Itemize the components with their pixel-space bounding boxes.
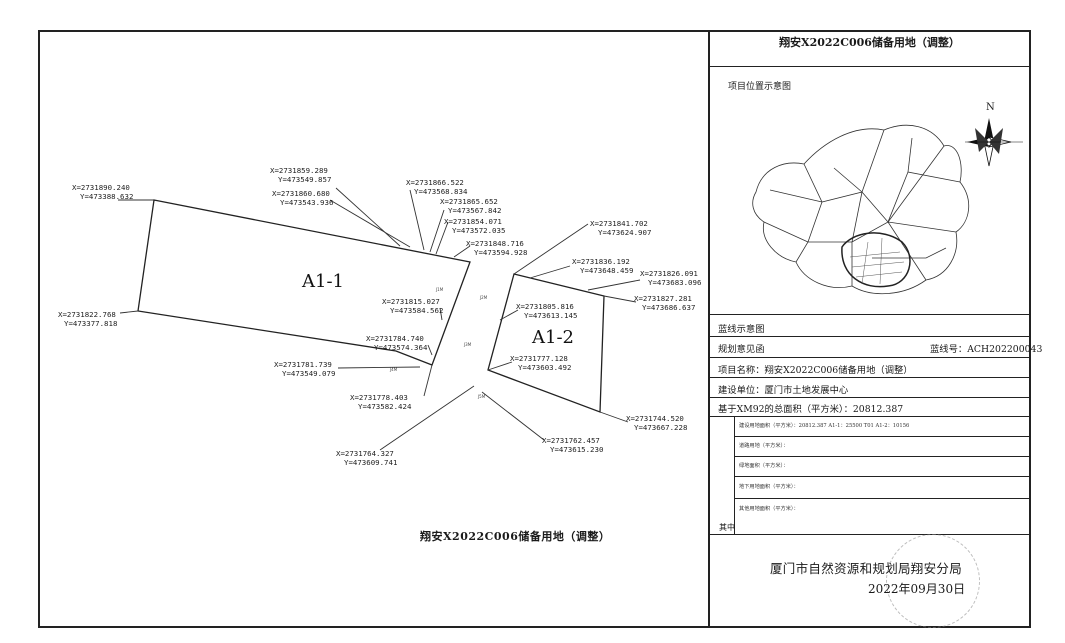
- coord-label: Y=473567.842: [448, 206, 501, 215]
- panel-rule: [734, 498, 1031, 499]
- coord-label: X=2731762.457: [542, 436, 600, 445]
- coord-label: X=2731860.680: [272, 189, 330, 198]
- redline-label: 蓝线示意图: [718, 324, 765, 335]
- panel-rule: [710, 66, 1031, 67]
- parcel-label-a1-2: A1-2: [531, 327, 574, 348]
- svg-text:J5M: J5M: [477, 394, 486, 399]
- panel-rule: [734, 436, 1031, 437]
- location-map: [752, 124, 969, 295]
- vertex-tags: J1M J2M J3M J4M J5M: [389, 287, 488, 399]
- coord-label: Y=473648.459: [580, 266, 633, 275]
- issuing-authority: 厦门市自然资源和规划局翔安分局: [770, 561, 963, 576]
- coord-label: X=2731866.522: [406, 178, 464, 187]
- sub-area-row: 其他用地面积（平方米）：: [739, 506, 799, 512]
- coord-label: X=2731859.289: [270, 166, 328, 175]
- panel-rule: [710, 416, 1031, 417]
- coord-label: X=2731854.071: [444, 217, 502, 226]
- coord-label: Y=473549.079: [282, 369, 335, 378]
- coord-label: X=2731865.652: [440, 197, 498, 206]
- coord-label: Y=473574.364: [374, 343, 428, 352]
- coord-label: Y=473609.741: [344, 458, 397, 467]
- sub-area-row: 地下用地面积（平方米）：: [739, 484, 799, 490]
- north-label: N: [986, 102, 995, 113]
- doc-number: 蓝线号：ACH202200043: [930, 344, 1043, 355]
- panel-rule-vertical: [734, 416, 735, 534]
- panel-rule: [734, 476, 1031, 477]
- coord-label: Y=473603.492: [518, 363, 571, 372]
- drawing-sheet-border: [38, 30, 1031, 628]
- leader-lines: [118, 187, 641, 451]
- sub-area-row: 绿地面积（平方米）：: [739, 463, 789, 469]
- coordinate-labels: X=2731890.240 Y=473388.632 X=2731822.768…: [58, 166, 701, 467]
- sub-area-row: 道路用地（平方米）：: [739, 443, 789, 449]
- coord-label: Y=473615.230: [550, 445, 603, 454]
- coord-label: X=2731778.403: [350, 393, 408, 402]
- coord-label: X=2731890.240: [72, 183, 130, 192]
- coord-label: Y=473584.562: [390, 306, 443, 315]
- svg-text:J1M: J1M: [435, 287, 444, 292]
- coord-label: X=2731744.520: [626, 414, 684, 423]
- svg-text:J3M: J3M: [463, 342, 472, 347]
- coord-label: Y=473568.834: [414, 187, 468, 196]
- coord-label: X=2731764.327: [336, 449, 394, 458]
- panel-rule: [710, 377, 1031, 378]
- coord-label: Y=473582.424: [358, 402, 412, 411]
- panel-rule: [734, 456, 1031, 457]
- coord-label: X=2731777.128: [510, 354, 568, 363]
- site-plan-drawing: A1-1 A1-2 J1M J2M J3M J4M J5M X=2731890.…: [58, 166, 701, 467]
- coord-label: X=2731781.739: [274, 360, 332, 369]
- svg-text:J4M: J4M: [389, 367, 398, 372]
- coord-label: Y=473624.907: [598, 228, 651, 237]
- issue-date: 2022年09月30日: [868, 582, 966, 596]
- coord-label: X=2731784.740: [366, 334, 424, 343]
- panel-rule: [710, 314, 1031, 315]
- coord-label: Y=473377.818: [64, 319, 117, 328]
- drawing-title: 翔安X2022C006储备用地（调整）: [420, 530, 611, 543]
- coord-label: X=2731827.281: [634, 294, 692, 303]
- coord-label: Y=473388.632: [80, 192, 133, 201]
- coord-label: X=2731826.091: [640, 269, 698, 278]
- coord-label: Y=473683.096: [648, 278, 701, 287]
- coord-label: X=2731848.716: [466, 239, 524, 248]
- total-area: 基于XM92的总面积（平方米）：20812.387: [718, 404, 904, 415]
- also-label: 其中: [719, 523, 735, 532]
- coord-label: X=2731822.768: [58, 310, 116, 319]
- coord-label: X=2731836.192: [572, 257, 630, 266]
- panel-rule: [710, 357, 1031, 358]
- coord-label: Y=473613.145: [524, 311, 577, 320]
- panel-rule: [710, 534, 1031, 535]
- project-name: 项目名称：翔安X2022C006储备用地（调整）: [718, 365, 913, 376]
- svg-text:J2M: J2M: [479, 295, 488, 300]
- panel-rule: [710, 336, 1031, 337]
- title-block-divider: [708, 30, 710, 628]
- panel-title: 翔安X2022C006储备用地（调整）: [779, 36, 960, 49]
- coord-label: X=2731805.816: [516, 302, 574, 311]
- coord-label: Y=473667.228: [634, 423, 687, 432]
- panel-rule: [710, 397, 1031, 398]
- parcel-a1-1-outline: [137, 199, 471, 366]
- coord-label: Y=473594.928: [474, 248, 527, 257]
- coord-label: Y=473543.936: [280, 198, 333, 207]
- official-seal-stamp: [886, 534, 980, 628]
- construction-unit: 建设单位：厦门市土地发展中心: [718, 385, 849, 396]
- location-map-label: 项目位置示意图: [728, 82, 792, 92]
- coord-label: Y=473549.857: [278, 175, 331, 184]
- parcel-label-a1-1: A1-1: [301, 271, 344, 292]
- coord-label: X=2731815.027: [382, 297, 440, 306]
- north-arrow-icon: N: [965, 102, 1023, 167]
- coord-label: Y=473572.035: [452, 226, 505, 235]
- opinion-label: 规划意见函: [718, 344, 765, 355]
- coord-label: X=2731841.702: [590, 219, 648, 228]
- sub-area-row: 建设用地面积（平方米）：20812.387 A1-1：25500 T01 A1-…: [739, 423, 910, 429]
- coord-label: Y=473686.637: [642, 303, 695, 312]
